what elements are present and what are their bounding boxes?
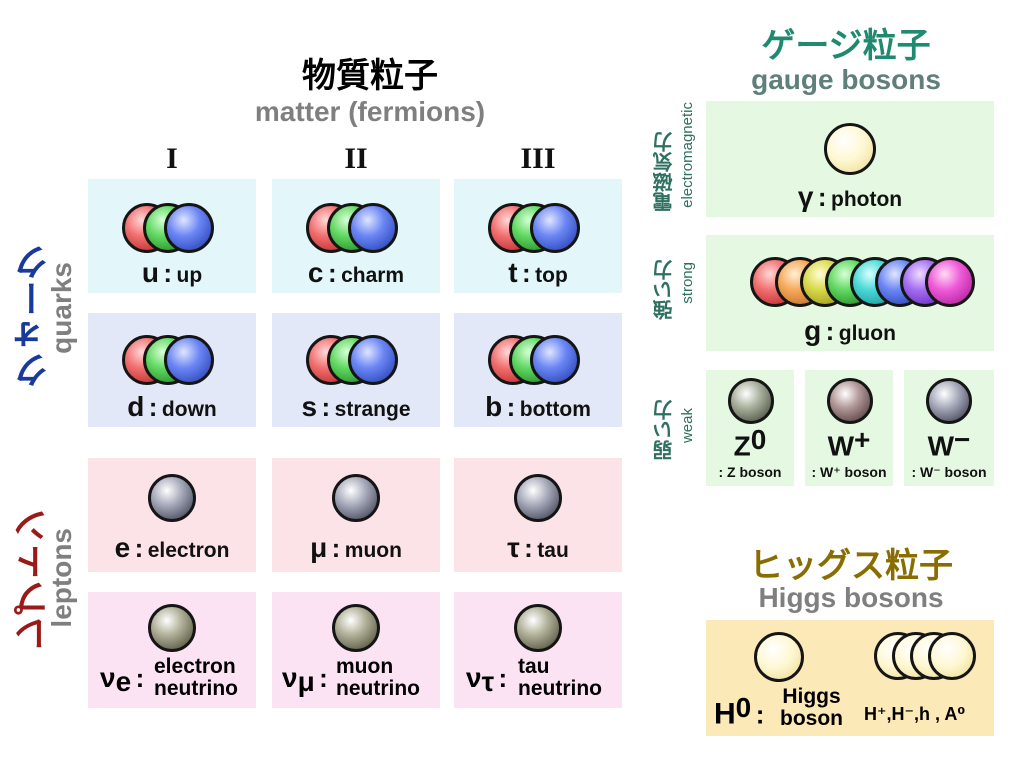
higgs-symbol: H0 : bbox=[714, 692, 765, 731]
particle-label: t : top bbox=[508, 257, 568, 288]
blue-color-charge-icon bbox=[164, 335, 214, 385]
particle-label: νμ : bbox=[282, 662, 328, 698]
quark-card-down: d : down bbox=[88, 313, 256, 427]
gauge-card-z-boson: Z0 : Z boson bbox=[706, 370, 794, 486]
z-boson-sphere-icon bbox=[728, 378, 774, 424]
blue-color-charge-icon bbox=[530, 203, 580, 253]
gauge-card-gluon: g : gluon bbox=[706, 235, 994, 351]
blue-color-charge-icon bbox=[530, 335, 580, 385]
particle-label: s : strange bbox=[301, 391, 411, 422]
lepton-card-muon: μ : muon bbox=[272, 458, 440, 572]
force-label-strong-en: strong bbox=[679, 262, 696, 304]
matter-title-jp: 物質粒子 bbox=[302, 57, 438, 95]
quark-card-up: u : up bbox=[88, 179, 256, 293]
photon-sphere-icon bbox=[824, 123, 876, 175]
force-label-em-en: electromagnetic bbox=[679, 102, 696, 208]
particle-symbol: W− bbox=[927, 424, 971, 462]
particle-label: c : charm bbox=[307, 257, 405, 288]
blue-color-charge-icon bbox=[164, 203, 214, 253]
particle-label: τ : tau bbox=[507, 532, 569, 563]
gauge-title-en: gauge bosons bbox=[751, 64, 941, 95]
particle-sphere-icon bbox=[514, 474, 562, 522]
force-label-strong-jp: 強い力 bbox=[654, 260, 676, 320]
particle-sphere-icon bbox=[514, 604, 562, 652]
particle-name: : W⁻ boson bbox=[911, 464, 987, 480]
force-label-weak-jp: 弱い力 bbox=[654, 400, 676, 460]
quark-card-charm: c : charm bbox=[272, 179, 440, 293]
gauge-title-jp: ゲージ粒子 bbox=[761, 27, 931, 65]
generation-3-label: III bbox=[520, 142, 556, 175]
lepton-card-electron: e : electron bbox=[88, 458, 256, 572]
higgs-title-jp: ヒッグス粒子 bbox=[749, 547, 953, 585]
higgs-extra-sphere-icon bbox=[928, 632, 976, 680]
lepton-card-tau: τ : tau bbox=[454, 458, 622, 572]
particle-label: ντ : bbox=[466, 662, 508, 698]
higgs-sphere-icon bbox=[754, 632, 804, 682]
particle-label: b : bottom bbox=[485, 391, 591, 422]
gauge-card-w-plus-boson: W+ : W⁺ boson bbox=[805, 370, 893, 486]
particle-sphere-icon bbox=[148, 474, 196, 522]
particle-name: : W⁺ boson bbox=[811, 464, 887, 480]
quarks-label-en: quarks bbox=[46, 262, 77, 354]
particle-label: γ : photon bbox=[797, 181, 903, 212]
higgs-other-bosons: H⁺,H⁻,h , A⁰ bbox=[864, 704, 966, 724]
force-label-weak-en: weak bbox=[679, 408, 696, 444]
particle-sphere-icon bbox=[332, 604, 380, 652]
quark-card-bottom: b : bottom bbox=[454, 313, 622, 427]
leptons-label-en: leptons bbox=[46, 528, 77, 628]
gauge-card-photon: γ : photon bbox=[706, 101, 994, 217]
blue-color-charge-icon bbox=[348, 203, 398, 253]
particle-label: νe : bbox=[100, 662, 145, 698]
particle-label: e : electron bbox=[114, 532, 230, 563]
matter-title-en: matter (fermions) bbox=[254, 96, 486, 127]
w-plus-sphere-icon bbox=[827, 378, 873, 424]
particle-label: u : up bbox=[141, 257, 203, 288]
blue-color-charge-icon bbox=[348, 335, 398, 385]
w-minus-sphere-icon bbox=[926, 378, 972, 424]
particle-label: μ : muon bbox=[310, 532, 402, 563]
quark-card-top: t : top bbox=[454, 179, 622, 293]
particle-label: d : down bbox=[127, 391, 217, 422]
gluon-magenta-icon bbox=[925, 257, 975, 307]
generation-1-label: I bbox=[166, 142, 178, 175]
quark-card-strange: s : strange bbox=[272, 313, 440, 427]
generation-2-label: II bbox=[344, 142, 368, 175]
particle-sphere-icon bbox=[332, 474, 380, 522]
particle-label: g : gluon bbox=[804, 315, 896, 346]
gauge-card-w-minus-boson: W− : W⁻ boson bbox=[904, 370, 994, 486]
particle-symbol: Z0 bbox=[733, 424, 767, 462]
particle-name: : Z boson bbox=[718, 464, 782, 480]
force-label-em-jp: 電磁気力 bbox=[654, 132, 676, 212]
particle-sphere-icon bbox=[148, 604, 196, 652]
higgs-title-en: Higgs bosons bbox=[758, 582, 944, 613]
particle-symbol: W+ bbox=[827, 424, 871, 462]
